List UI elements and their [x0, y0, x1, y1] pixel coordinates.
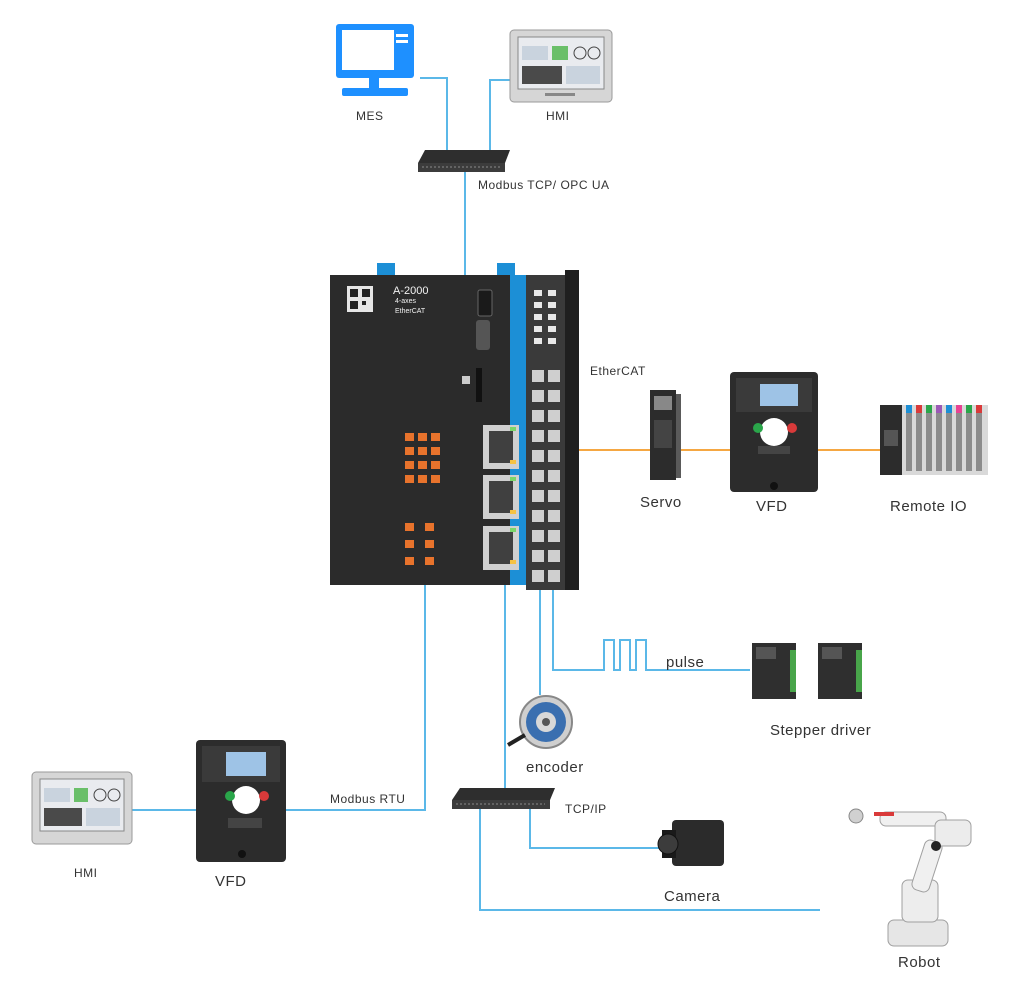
controller-a2000: [330, 263, 579, 590]
hmi-bottom-icon: [31, 771, 133, 845]
camera-icon: [657, 820, 724, 866]
remote-io-icon: [880, 405, 988, 475]
encoder-icon: [506, 695, 573, 749]
controller-model: A-2000: [393, 285, 429, 297]
link-hmi-switch: [489, 79, 510, 150]
label-encoder: encoder: [526, 759, 584, 776]
controller-brand: EtherCAT: [395, 308, 426, 315]
controller-axes: 4-axes: [395, 298, 417, 305]
link-mes-switch: [420, 77, 448, 150]
servo-drive-icon: [650, 390, 681, 480]
vfd-bottom-icon: [196, 740, 286, 862]
label-mes: MES: [356, 109, 384, 123]
hmi-top-icon: [509, 29, 613, 103]
label-hmi-top: HMI: [546, 109, 570, 123]
label-tcpip: TCP/IP: [565, 802, 607, 816]
vfd-right-icon: [730, 372, 818, 492]
label-camera: Camera: [664, 888, 721, 905]
link-rs485-vfd: [286, 480, 426, 811]
link-pulse: [552, 590, 750, 671]
label-modbus-tcp-opcua: Modbus TCP/ OPC UA: [478, 178, 610, 192]
label-vfd-right: VFD: [756, 498, 788, 515]
link-robot: [479, 808, 820, 911]
label-modbus-rtu: Modbus RTU: [330, 792, 406, 806]
label-robot: Robot: [898, 954, 941, 971]
mes-monitor-icon: [336, 24, 414, 96]
link-camera: [529, 808, 665, 849]
label-hmi-bottom: HMI: [74, 866, 98, 880]
top-network-switch: [418, 150, 510, 172]
ethernet-ports: [483, 425, 519, 570]
robot-icon: [848, 808, 972, 947]
label-remote-io: Remote IO: [890, 498, 968, 515]
bottom-network-switch: [452, 788, 555, 809]
label-stepper-driver: Stepper driver: [770, 722, 872, 739]
label-pulse: pulse: [666, 654, 705, 671]
label-servo: Servo: [640, 494, 682, 511]
label-vfd-bottom: VFD: [215, 873, 247, 890]
label-ethercat: EtherCAT: [590, 364, 646, 378]
stepper-driver-icon: [752, 643, 862, 699]
